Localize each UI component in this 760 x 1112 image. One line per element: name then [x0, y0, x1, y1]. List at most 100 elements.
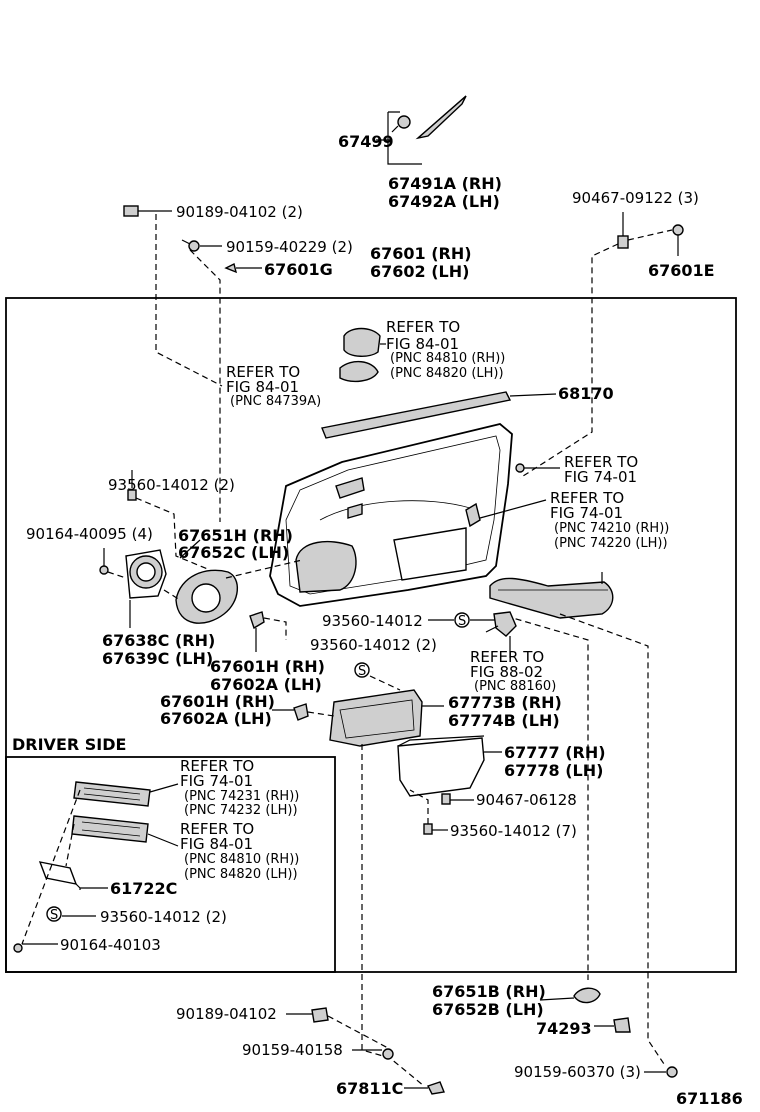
ref5-line3: (PNC 88160)	[474, 679, 556, 694]
s-marker-2	[354, 662, 370, 678]
ref7-line2: FIG 84-01	[180, 835, 253, 853]
dash-driver-side	[21, 789, 81, 945]
label-67499: 67499	[338, 132, 394, 151]
screw-90164b	[13, 943, 23, 953]
ref5-line2: FIG 88-02	[470, 663, 543, 681]
inner-handle-bezel	[339, 327, 386, 383]
ref4-line3: (PNC 74210 (RH))	[554, 521, 669, 536]
ref5-line1: REFER TO	[470, 648, 544, 666]
switch-bezel-84810	[71, 815, 179, 847]
ref7-line4: (PNC 84820 (LH))	[184, 867, 298, 882]
label-67652c: 67652C (LH)	[178, 543, 289, 562]
pull-handle-67777	[397, 735, 502, 797]
ref3-line1: REFER TO	[564, 453, 638, 471]
bracket-61722c	[38, 861, 81, 890]
ref6-line2: FIG 74-01	[180, 772, 253, 790]
ref2-line1: REFER TO	[226, 363, 300, 381]
label-93560d: 93560-14012 (2)	[100, 908, 227, 926]
ref4-line1: REFER TO	[550, 489, 624, 507]
s-marker-1-text: S	[458, 614, 466, 629]
label-67777: 67777 (RH)	[504, 743, 606, 762]
label-67601e: 67601E	[648, 261, 715, 280]
clip-67601e	[672, 224, 684, 256]
ref1-line2: FIG 84-01	[386, 335, 459, 353]
label-93560c: 93560-14012 (2)	[310, 636, 437, 654]
ref4-line4: (PNC 74220 (LH))	[554, 536, 668, 551]
clip-90467-top	[617, 212, 629, 249]
label-90467b: 90467-06128	[476, 791, 577, 809]
dash-top-left-1	[155, 214, 223, 387]
clip-67811c	[404, 1081, 445, 1095]
ref1-line4: (PNC 84820 (LH))	[390, 366, 504, 381]
ref6-line1: REFER TO	[180, 757, 254, 775]
clip-67601h-lower	[272, 703, 309, 721]
label-67639c: 67639C (LH)	[102, 649, 213, 668]
ref1-line1: REFER TO	[386, 318, 460, 336]
label-67638c: 67638C (RH)	[102, 631, 215, 650]
screw-90189-top	[123, 205, 172, 217]
s-marker-2-text: S	[358, 664, 366, 679]
label-67492a: 67492A (LH)	[388, 192, 500, 211]
dash-93560a	[135, 497, 211, 571]
label-67774b: 67774B (LH)	[448, 711, 560, 730]
label-67602a2: 67602A (LH)	[160, 709, 272, 728]
label-67652b: 67652B (LH)	[432, 1000, 544, 1019]
dash-93560c	[369, 675, 401, 691]
label-67778: 67778 (LH)	[504, 761, 603, 780]
ref2-line2: FIG 84-01	[226, 378, 299, 396]
ref4-line2: FIG 74-01	[550, 504, 623, 522]
s-marker-3	[46, 906, 62, 922]
speaker-ring-67638c	[125, 549, 167, 628]
dash-speaker	[107, 559, 303, 601]
label-67601g: 67601G	[264, 260, 333, 279]
label-67651h: 67651H (RH)	[178, 526, 293, 545]
label-67491a: 67491A (RH)	[388, 174, 502, 193]
clip-ref3	[515, 463, 525, 473]
weatherstrip-68170	[321, 391, 557, 439]
label-90164a: 90164-40095 (4)	[26, 525, 153, 543]
bracket-67499	[376, 111, 422, 165]
main-frame	[5, 297, 737, 973]
dash-armrest-1	[559, 613, 665, 1065]
screw-93560e	[423, 823, 433, 835]
screw-90159-bottom	[352, 1048, 394, 1060]
screw-90189-bottom	[286, 1007, 329, 1023]
label-90189b: 90189-04102	[176, 1005, 277, 1023]
label-93560a: 93560-14012 (2)	[108, 476, 235, 494]
leader-ref4	[479, 499, 547, 519]
dash-switch-base	[307, 711, 425, 1087]
clip-67499	[391, 115, 411, 133]
label-90159b: 90159-40158	[242, 1041, 343, 1059]
label-74293: 74293	[536, 1019, 592, 1038]
power-window-switch-74231	[73, 781, 179, 807]
bracket-88160	[485, 611, 517, 658]
label-67601: 67601 (RH)	[370, 244, 472, 263]
door-trim-panel	[269, 423, 513, 607]
label-90159c: 90159-60370 (3)	[514, 1063, 641, 1081]
dash-67601h-upper	[263, 617, 287, 640]
dash-bottom-screw	[327, 1015, 389, 1049]
ref6-line4: (PNC 74232 (LH))	[184, 803, 298, 818]
driver-side-frame	[5, 756, 336, 973]
dash-armrest-2	[505, 615, 589, 980]
clip-67601h-upper	[249, 611, 265, 652]
label-90189a: 90189-04102 (2)	[176, 203, 303, 221]
ref3-line2: FIG 74-01	[564, 468, 637, 486]
label-90164b: 90164-40103	[60, 936, 161, 954]
dash-top-right	[519, 229, 673, 479]
clip-90467b	[441, 793, 451, 805]
dash-93560e	[409, 789, 429, 824]
s-marker-3-text: S	[50, 908, 58, 923]
label-90159a: 90159-40229 (2)	[226, 238, 353, 256]
label-67601h2: 67601H (RH)	[160, 692, 275, 711]
clip-74293	[594, 1017, 631, 1033]
ref2-line3: (PNC 84739A)	[230, 394, 321, 409]
switch-base-67773b	[329, 689, 444, 747]
label-93560b: 93560-14012	[322, 612, 423, 630]
label-67602a1: 67602A (LH)	[210, 675, 322, 694]
figure-number: 671186	[676, 1089, 743, 1108]
triangle-trim-67491a	[415, 95, 467, 140]
ref1-line3: (PNC 84810 (RH))	[390, 351, 505, 366]
label-90467a: 90467-09122 (3)	[572, 189, 699, 207]
